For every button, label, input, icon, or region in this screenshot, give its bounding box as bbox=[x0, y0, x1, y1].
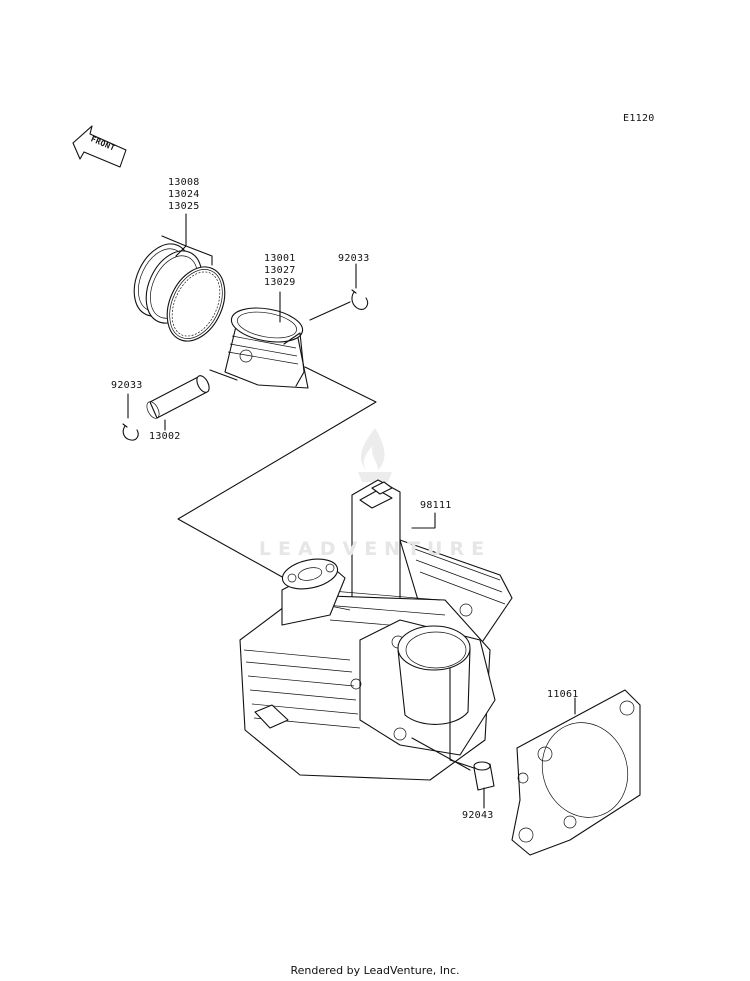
part-label-rings-3[interactable]: 13025 bbox=[168, 201, 200, 212]
footer-credit: Rendered by LeadVenture, Inc. bbox=[290, 964, 460, 977]
part-label-rings-2[interactable]: 13024 bbox=[168, 189, 200, 200]
diagram-code: E1120 bbox=[623, 113, 655, 124]
part-label-gasket[interactable]: 11061 bbox=[547, 689, 579, 700]
watermark-logo bbox=[358, 428, 392, 482]
part-label-cylinder[interactable]: 98111 bbox=[420, 500, 452, 511]
part-label-piston-2[interactable]: 13027 bbox=[264, 265, 296, 276]
part-label-rings-1[interactable]: 13008 bbox=[168, 177, 200, 188]
part-label-piston-1[interactable]: 13001 bbox=[264, 253, 296, 264]
circlip-right[interactable] bbox=[351, 289, 369, 310]
watermark-text: LEADVENTURE bbox=[258, 538, 492, 560]
leader-lines bbox=[127, 213, 576, 809]
part-label-circlip-left[interactable]: 92033 bbox=[111, 380, 143, 391]
assembly-bracket bbox=[177, 366, 377, 579]
part-label-dowel[interactable]: 92043 bbox=[462, 810, 494, 821]
circlip-left[interactable] bbox=[122, 423, 139, 441]
piston-pin[interactable] bbox=[144, 374, 211, 421]
dowel-pin[interactable] bbox=[473, 761, 495, 791]
part-label-piston-3[interactable]: 13029 bbox=[264, 277, 296, 288]
front-arrow-icon bbox=[72, 125, 127, 168]
part-label-piston-pin[interactable]: 13002 bbox=[149, 431, 181, 442]
piston-rings[interactable] bbox=[123, 235, 236, 350]
piston[interactable] bbox=[224, 303, 309, 389]
part-label-circlip-right[interactable]: 92033 bbox=[338, 253, 370, 264]
cylinder-block[interactable] bbox=[239, 479, 513, 781]
cylinder-gasket[interactable] bbox=[511, 689, 641, 856]
